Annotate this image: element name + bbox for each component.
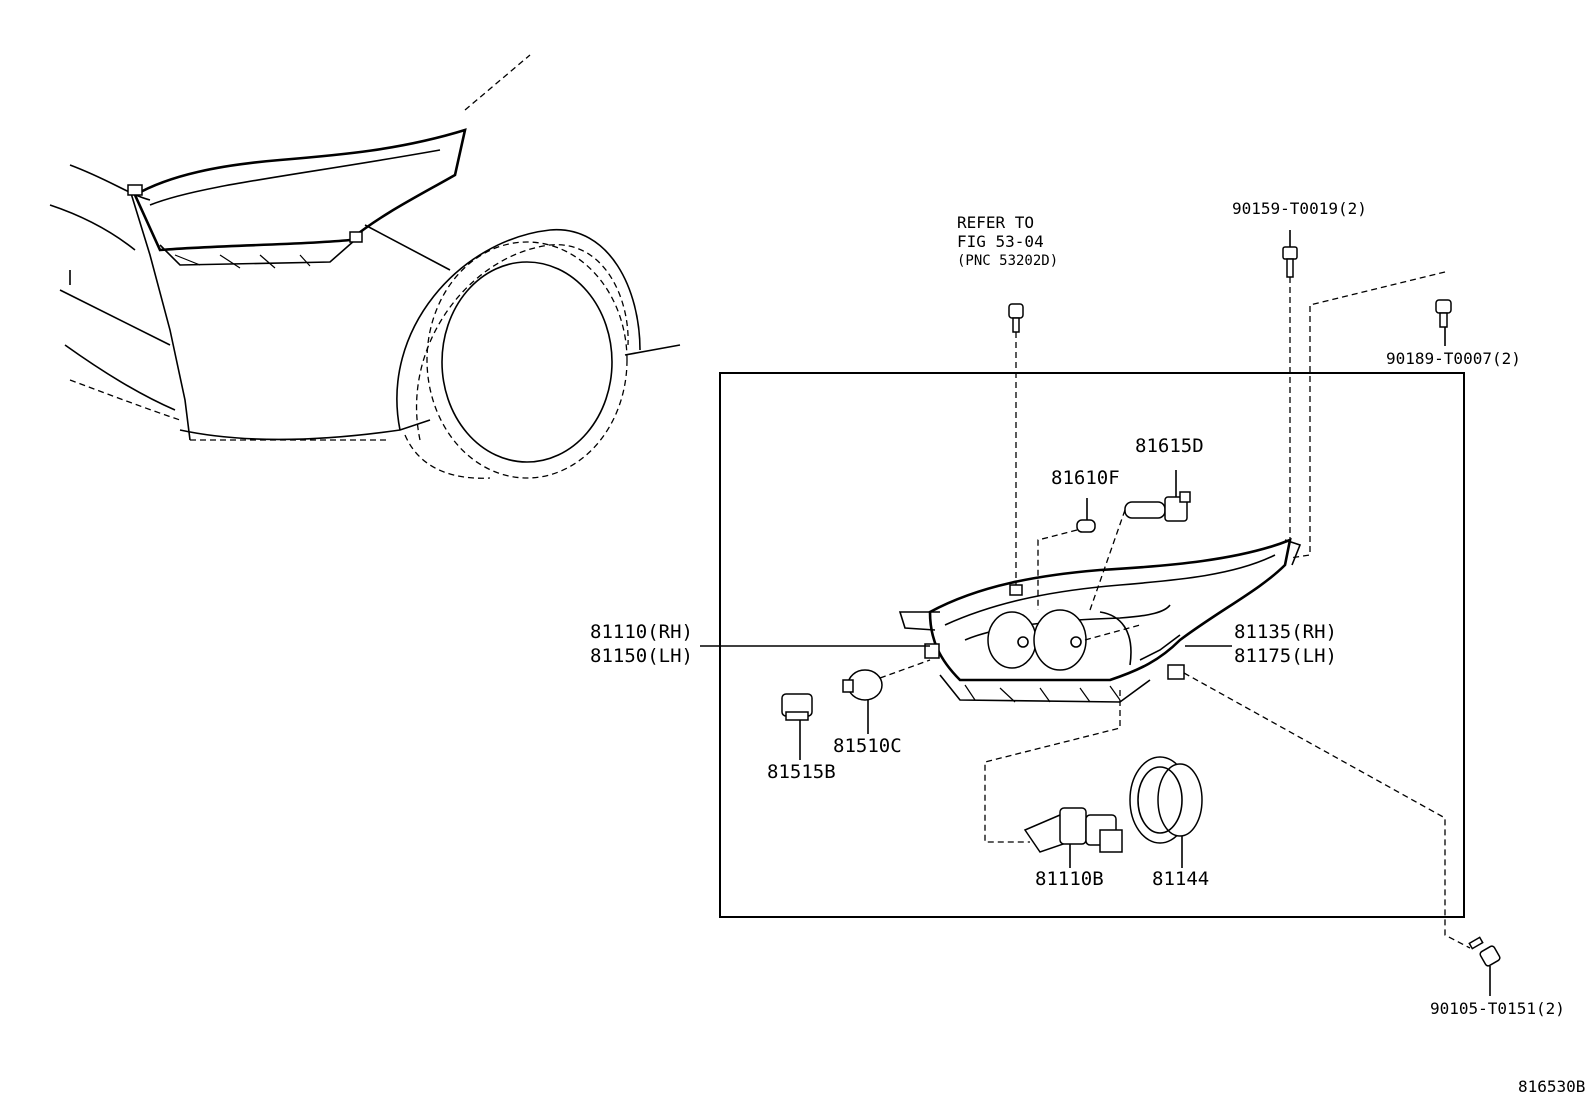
- housing-lh-label: 81150(LH): [590, 645, 693, 667]
- figure-code-label: 816530B: [1518, 1077, 1585, 1096]
- bulb-icon-81610F: [1076, 519, 1096, 533]
- bolt-icon-90105: [1468, 936, 1501, 967]
- bolt-90189-label: 90189-T0007(2): [1386, 349, 1521, 368]
- part-81110B-label: 81110B: [1035, 868, 1104, 890]
- vehicle-front-corner-illustration: [49, 54, 681, 479]
- refer-pnc-label: (PNC 53202D): [957, 253, 1058, 269]
- unit-lh-label: 81175(LH): [1234, 645, 1337, 667]
- part-81515B-label: 81515B: [767, 761, 836, 783]
- part-81615D-label: 81615D: [1135, 435, 1204, 457]
- headlamp-assembly-illustration: [898, 537, 1302, 703]
- part-81510C-label: 81510C: [833, 735, 902, 757]
- refer-fig-label: FIG 53-04: [957, 232, 1044, 251]
- assembly-boundary-box: [719, 372, 1465, 918]
- bulb-icon-81510C: [842, 669, 883, 701]
- unit-rh-label: 81135(RH): [1234, 621, 1337, 643]
- part-81610F-label: 81610F: [1051, 467, 1120, 489]
- bolt-icon-90189: [1435, 299, 1452, 328]
- screw-90159-label: 90159-T0019(2): [1232, 199, 1367, 218]
- leader-lines: [700, 230, 1491, 996]
- bulb-icon-81110B: [1023, 807, 1123, 853]
- screw-icon-90159: [1282, 246, 1298, 278]
- bolt-90105-label: 90105-T0151(2): [1430, 999, 1565, 1018]
- refer-to-label: REFER TO: [957, 213, 1034, 232]
- bolt-icon-refer: [1008, 303, 1024, 333]
- part-81144-label: 81144: [1152, 868, 1209, 890]
- socket-icon-81515B: [781, 693, 813, 721]
- housing-rh-label: 81110(RH): [590, 621, 693, 643]
- bulb-icon-81615D: [1124, 491, 1191, 522]
- cap-icon-81144: [1129, 756, 1203, 844]
